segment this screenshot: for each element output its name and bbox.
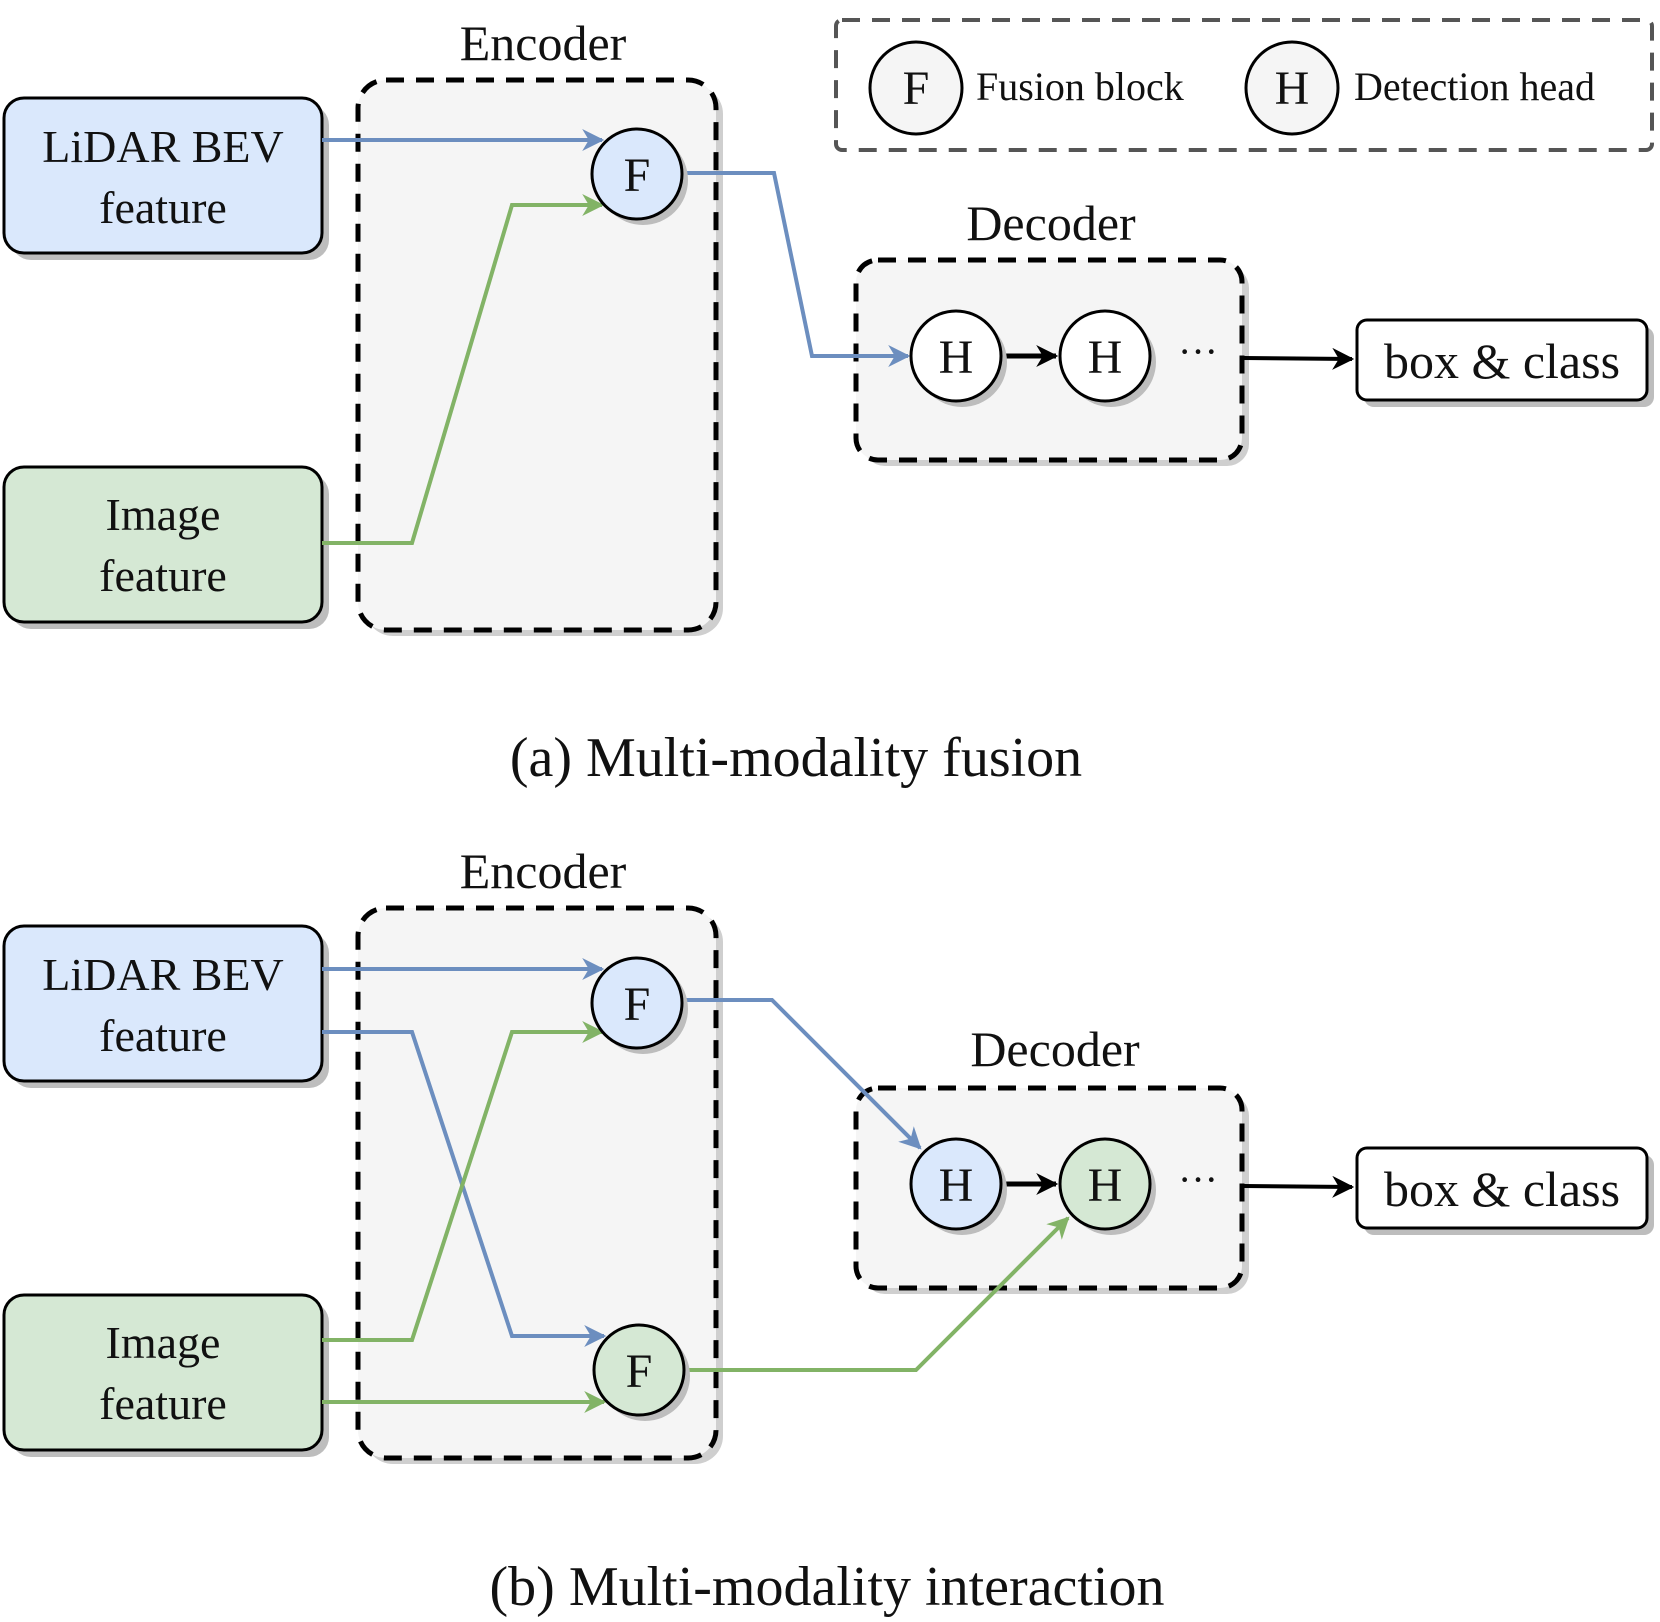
panel-a-lidar-label-1: LiDAR BEV [42,121,284,172]
panel-b-fusion-bottom-circle [592,1323,686,1417]
legend-fusion-circle [868,40,964,136]
panel-a-head2-symbol: H [1088,331,1123,384]
panel-b-head2-symbol: H [1088,1159,1123,1212]
panel-b-fusion-top-symbol: F [624,978,651,1031]
legend-head-symbol: H [1275,62,1310,115]
panel-a-lidar-box [2,96,324,255]
panel-b-lidar-box [2,924,324,1083]
panel-a: Encoder Decoder LiDAR BEV feature Image … [2,15,1654,789]
legend-fusion-label: Fusion block [976,64,1184,109]
panel-a-decoder-title: Decoder [966,195,1136,251]
legend-frame [834,18,1654,152]
panel-a-edge-fusion-to-head [682,171,911,367]
panel-b-decoder-title: Decoder [970,1021,1140,1077]
panel-b-output-box [1355,1146,1649,1230]
panel-b-head1-symbol: H [939,1159,974,1212]
panel-b-output-label: box & class [1384,1161,1620,1217]
panel-b-fusion-top-circle [590,956,684,1050]
panel-a-image-label-1: Image [106,489,221,540]
panel-a-edge-image-to-fusion [322,194,605,545]
panel-a-fusion-circle [590,127,684,221]
panel-a-caption: (a) Multi-modality fusion [510,727,1082,789]
panel-a-head2-circle [1058,309,1152,403]
panel-a-output-label: box & class [1384,333,1620,389]
panel-a-head1-circle [909,309,1003,403]
panel-b-ellipsis: ··· [1178,1157,1218,1202]
panel-b-image-box [2,1293,324,1452]
panel-b-edge-fusion-top-to-head1 [682,998,922,1150]
panel-b-fusion-bottom-symbol: F [626,1345,653,1398]
panel-b-image-label-1: Image [106,1317,221,1368]
panel-a-edge-to-output [1243,347,1355,370]
panel-a-lidar-label-2: feature [99,182,227,233]
panel-a-output-box [1355,318,1649,402]
legend-head-label: Detection head [1354,64,1595,109]
panel-b: Encoder Decoder LiDAR BEV feature Image … [2,843,1654,1618]
panel-b-image-label-2: feature [99,1378,227,1429]
panel-b-caption: (b) Multi-modality interaction [490,1556,1165,1618]
panel-b-lidar-label-2: feature [99,1010,227,1061]
panel-b-edge-fusion-bottom-to-head2 [684,1216,1070,1372]
panel-b-encoder-title: Encoder [460,843,627,899]
panel-a-encoder-title: Encoder [460,15,627,71]
panel-b-lidar-label-1: LiDAR BEV [42,949,284,1000]
panel-a-head1-symbol: H [939,331,974,384]
panel-b-head1-circle [909,1137,1003,1231]
panel-b-edge-image-to-fusion-top [322,1021,605,1342]
panel-b-edge-to-output [1243,1175,1355,1198]
legend-fusion-symbol: F [903,62,930,115]
panel-a-image-label-2: feature [99,550,227,601]
panel-a-fusion-symbol: F [624,149,651,202]
legend-head-circle [1244,40,1340,136]
legend: F Fusion block H Detection head [834,18,1654,152]
panel-b-head2-circle [1058,1137,1152,1231]
panel-a-ellipsis: ··· [1178,329,1218,374]
